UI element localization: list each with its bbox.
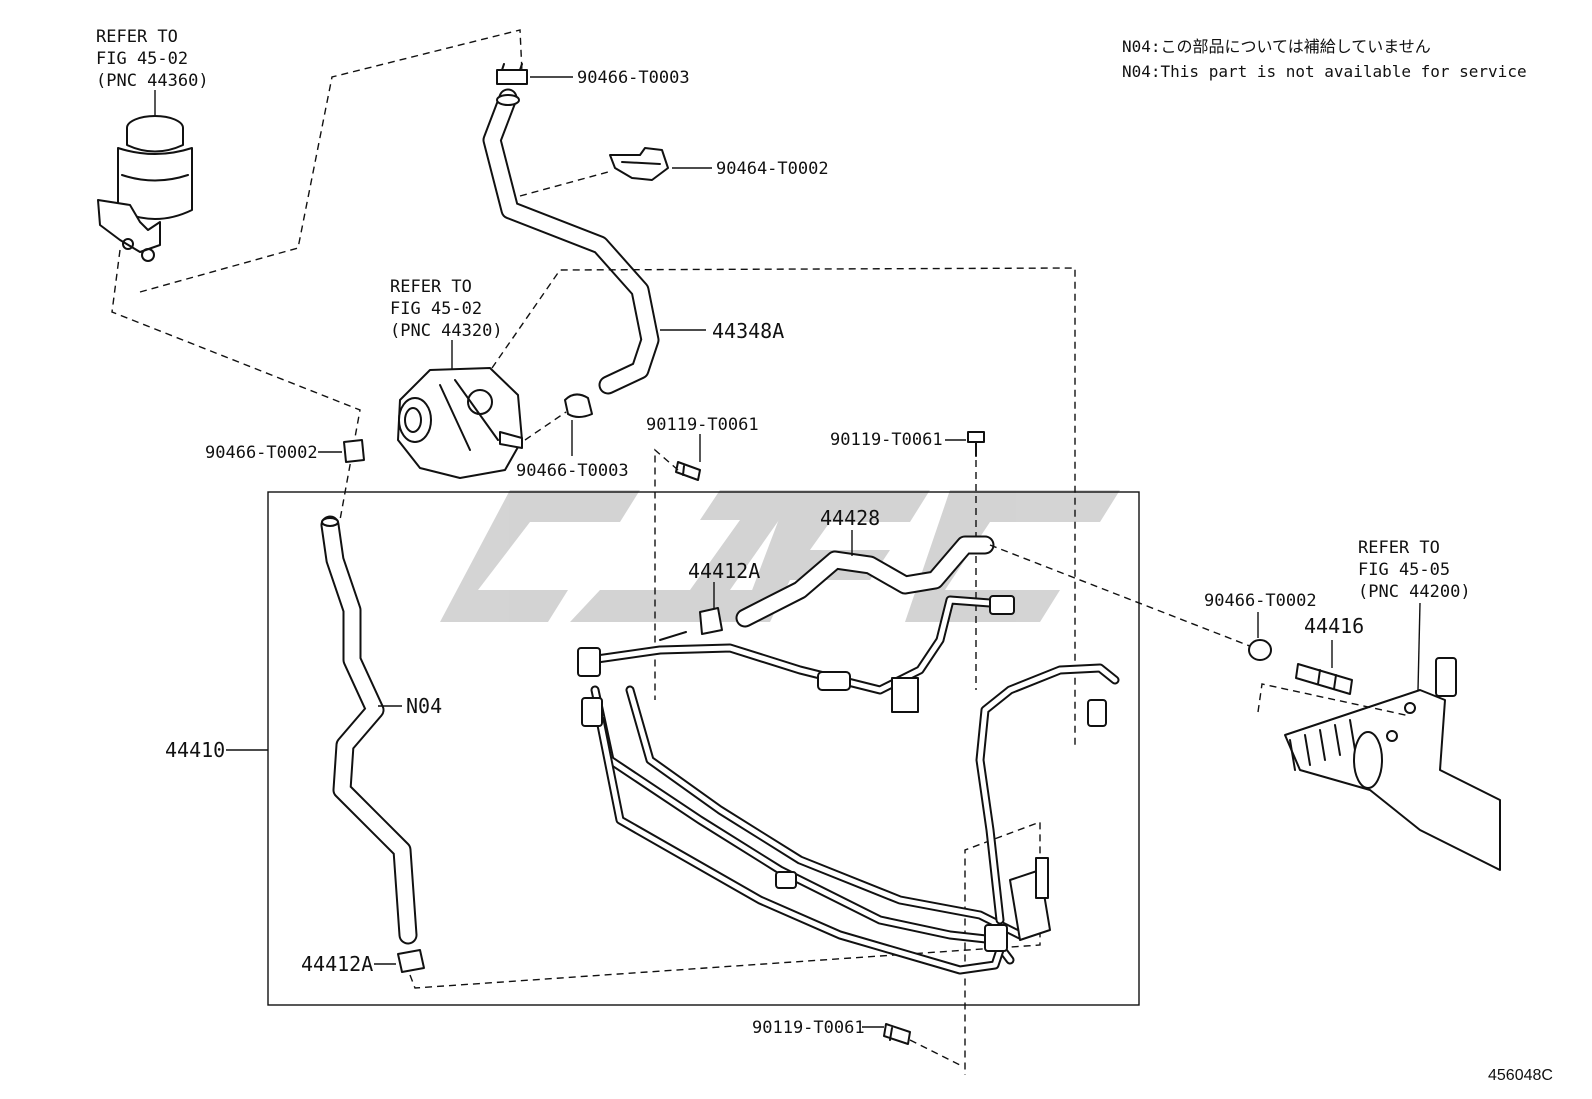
callout-return-hose: 44348A — [712, 319, 784, 343]
callout-bolt-c: 90119-T0061 — [752, 1018, 865, 1038]
bolt-c-icon — [883, 1023, 911, 1045]
clip-top-icon — [609, 147, 669, 181]
clamp-pump-icon — [564, 393, 593, 418]
pressure-pipes-icon — [577, 595, 1120, 975]
refer-reservoir-line1: REFER TO — [96, 27, 178, 47]
reservoir-icon — [97, 115, 193, 262]
callout-bolt-a: 90119-T0061 — [646, 415, 759, 435]
pump-icon — [397, 367, 523, 479]
assembly-44410-frame — [267, 491, 1140, 1006]
return-hose-icon — [482, 88, 660, 395]
callout-bolt-b: 90119-T0061 — [830, 430, 943, 450]
callout-assembly-44410: 44410 — [165, 738, 225, 762]
callout-n04: N04 — [406, 694, 442, 718]
refer-gear-line1: REFER TO — [1358, 538, 1440, 558]
callout-clamp-left: 90466-T0002 — [205, 443, 318, 463]
figure-code: 456048C — [1488, 1067, 1553, 1084]
callout-clamp-pump: 90466-T0003 — [516, 461, 629, 481]
clamp-top-icon — [496, 63, 528, 85]
n04-hose-icon — [320, 515, 418, 945]
callout-clamp-44412a-top: 44412A — [688, 559, 760, 583]
callout-clamp-right: 90466-T0002 — [1204, 591, 1317, 611]
refer-pump-line1: REFER TO — [390, 277, 472, 297]
refer-reservoir-line2: FIG 45-02 — [96, 49, 188, 69]
callout-hose-44428: 44428 — [820, 506, 880, 530]
refer-reservoir-line3: (PNC 44360) — [96, 71, 209, 91]
callout-clip-top: 90464-T0002 — [716, 159, 829, 179]
bolt-b-icon — [967, 431, 985, 457]
clamp-44412a-bottom-icon — [397, 949, 425, 973]
refer-pump-line2: FIG 45-02 — [390, 299, 482, 319]
dash-reservoir-down — [111, 249, 361, 521]
union-44416-icon — [1295, 663, 1353, 695]
callout-clamp-top: 90466-T0003 — [577, 68, 690, 88]
dash-pump-right — [491, 267, 1076, 745]
dash-reservoir-top — [139, 29, 523, 293]
note-jp: N04:この部品については補給していません — [1122, 37, 1431, 56]
hose-44428-icon — [735, 535, 995, 628]
steering-gear-icon — [1284, 657, 1501, 871]
callout-clamp-44412a-bottom: 44412A — [301, 952, 373, 976]
refer-gear-line3: (PNC 44200) — [1358, 582, 1471, 602]
note-en: N04:This part is not available for servi… — [1122, 62, 1527, 81]
refer-pump-line3: (PNC 44320) — [390, 321, 503, 341]
callout-union-44416: 44416 — [1304, 614, 1364, 638]
clamp-44412a-top-icon — [699, 607, 723, 635]
refer-gear-line2: FIG 45-05 — [1358, 560, 1450, 580]
bolt-a-icon — [675, 461, 701, 481]
clamp-left-icon — [343, 439, 365, 463]
clamp-right-icon — [1248, 639, 1272, 661]
